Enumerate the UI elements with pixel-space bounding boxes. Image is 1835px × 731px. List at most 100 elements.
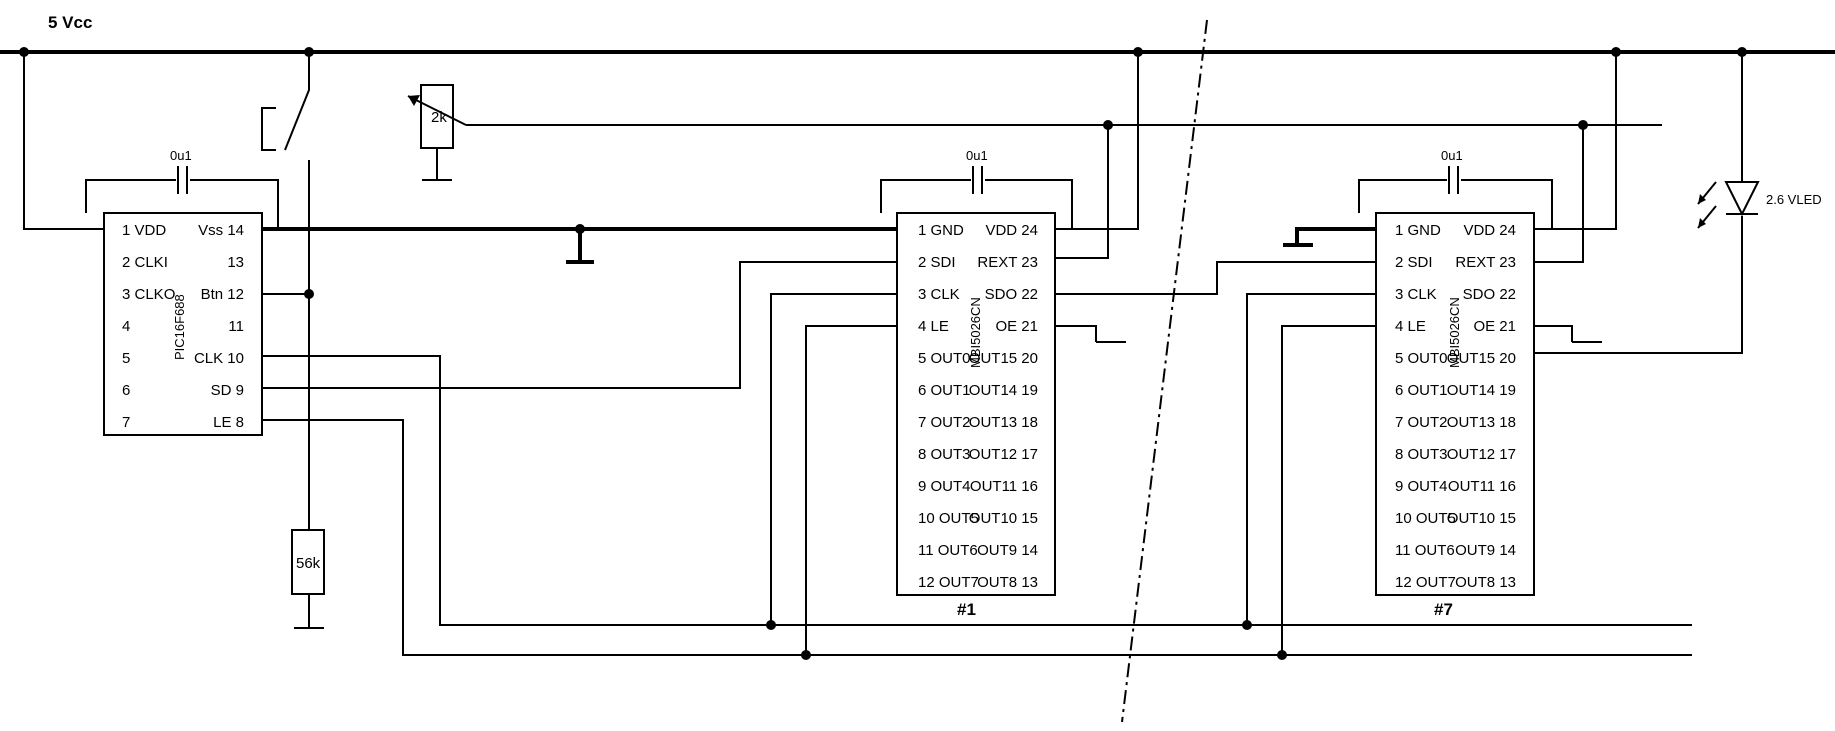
d1-le-wire bbox=[805, 325, 897, 655]
driver-7-pin-label: OUT14 19 bbox=[1447, 382, 1516, 399]
d7-vdd-wire bbox=[1534, 52, 1617, 230]
pic-pin-label: 13 bbox=[227, 254, 244, 271]
wiper-arrow bbox=[408, 95, 420, 106]
pic-vdd-wire bbox=[23, 52, 104, 230]
pic-pin-label: 5 bbox=[122, 350, 130, 367]
driver-1-pin-label: SDO 22 bbox=[985, 286, 1038, 303]
driver-1-caption: #1 bbox=[957, 600, 976, 619]
pic-cap-label: 0u1 bbox=[170, 148, 192, 163]
driver-1-pin-label: 4 LE bbox=[918, 318, 949, 335]
d1-cap-label: 0u1 bbox=[966, 148, 988, 163]
pulldown-resistor bbox=[291, 529, 325, 595]
pic-pin-label: 3 CLKO bbox=[122, 286, 175, 303]
pic-pin-label: LE 8 bbox=[213, 414, 244, 431]
pic-pin-label: 11 bbox=[228, 318, 244, 335]
driver-1-pin-label: OUT13 18 bbox=[969, 414, 1038, 431]
led-symbol bbox=[1724, 181, 1760, 217]
resistor-label: 56k bbox=[296, 555, 321, 572]
driver-7-pin-label: 11 OUT6 bbox=[1395, 542, 1455, 559]
driver-1-pin-label: 6 OUT1 bbox=[918, 382, 971, 399]
driver-7-pin-label: OE 21 bbox=[1473, 318, 1516, 335]
driver-7-pin-label: OUT8 13 bbox=[1455, 574, 1516, 591]
pic-pin-label: Btn 12 bbox=[201, 286, 244, 303]
switch-contact bbox=[284, 52, 310, 151]
driver-7-pin-label: OUT13 18 bbox=[1447, 414, 1516, 431]
le-bus bbox=[262, 419, 1692, 656]
pic-pin-label: 1 VDD bbox=[122, 222, 166, 239]
driver-7-pin-label: 2 SDI bbox=[1395, 254, 1433, 271]
driver-1-pin-label: REXT 23 bbox=[977, 254, 1038, 271]
driver-7-pin-label: SDO 22 bbox=[1463, 286, 1516, 303]
driver-7-pin-label: 4 LE bbox=[1395, 318, 1426, 335]
continuation-break-line bbox=[1121, 19, 1208, 723]
pic-pin-label: 6 bbox=[122, 382, 130, 399]
pic-pin-label: 7 bbox=[122, 414, 130, 431]
driver-7-pin-label: VDD 24 bbox=[1463, 222, 1516, 239]
d1-sdo-wire bbox=[1055, 261, 1376, 295]
d7-oe-wire bbox=[1534, 325, 1573, 342]
driver-1-pin-label: OUT14 19 bbox=[969, 382, 1038, 399]
driver-1-pin-label: OE 21 bbox=[995, 318, 1038, 335]
driver-7-name: MBI5026CN bbox=[1447, 297, 1462, 368]
d7-cap-wire bbox=[1358, 179, 1553, 229]
pic-body bbox=[103, 212, 263, 436]
driver-7-pin-label: 8 OUT3 bbox=[1395, 446, 1448, 463]
driver-1-pin-label: 9 OUT4 bbox=[918, 478, 971, 495]
driver-1-pin-label: 2 SDI bbox=[918, 254, 956, 271]
driver-1-pin-label: 12 OUT7 bbox=[918, 574, 979, 591]
driver-7-pin-label: REXT 23 bbox=[1455, 254, 1516, 271]
driver-7-pin-label: 6 OUT1 bbox=[1395, 382, 1448, 399]
pot-wiper bbox=[407, 95, 467, 126]
driver-7-pin-label: 3 CLK bbox=[1395, 286, 1437, 303]
driver-1-pin-label: 3 CLK bbox=[918, 286, 960, 303]
driver-7-pin-label: OUT11 16 bbox=[1448, 478, 1516, 495]
driver-7-caption: #7 bbox=[1434, 600, 1453, 619]
driver-7-right-pins: VDD 24 REXT 23 SDO 22 OE 21 OUT15 20 OUT14 19… bbox=[1447, 222, 1516, 591]
driver-7-pin-label: OUT9 14 bbox=[1455, 542, 1516, 559]
driver-1-pin-label: OUT15 20 bbox=[969, 350, 1038, 367]
driver-7-pin-label: 1 GND bbox=[1395, 222, 1441, 239]
driver-1-pin-label: OUT11 16 bbox=[970, 478, 1038, 495]
led-label: 2.6 VLED bbox=[1766, 192, 1822, 207]
d7-cap-label: 0u1 bbox=[1441, 148, 1463, 163]
driver-7-body bbox=[1375, 212, 1535, 596]
d7-rext-wire bbox=[1534, 125, 1584, 263]
driver-1-pin-label: OUT8 13 bbox=[977, 574, 1038, 591]
driver-7-pin-label: 9 OUT4 bbox=[1395, 478, 1448, 495]
switch-actuator bbox=[261, 107, 276, 151]
sd-wire bbox=[262, 261, 897, 389]
driver-7-pin-label: 7 OUT2 bbox=[1395, 414, 1448, 431]
driver-1-pin-label: 8 OUT3 bbox=[918, 446, 971, 463]
driver-1-pin-label: OUT10 15 bbox=[969, 510, 1038, 527]
supply-label: 5 Vcc bbox=[48, 13, 92, 32]
d7-clk-wire bbox=[1246, 293, 1376, 625]
pic-name: PIC16F688 bbox=[172, 294, 187, 360]
d1-vdd-wire bbox=[1055, 52, 1139, 230]
driver-1-name: MBI5026CN bbox=[968, 297, 983, 368]
driver-7-pin-label: 5 OUT0 bbox=[1395, 350, 1448, 367]
led-ray-arrows bbox=[1698, 194, 1706, 228]
led-wire bbox=[1534, 216, 1743, 354]
driver-1-pin-label: OUT12 17 bbox=[969, 446, 1038, 463]
driver-1-pin-label: VDD 24 bbox=[985, 222, 1038, 239]
driver-1-body bbox=[896, 212, 1056, 596]
driver-1-right-pins: VDD 24 REXT 23 SDO 22 OE 21 OUT15 20 OUT14 19… bbox=[969, 222, 1038, 591]
driver-7-left-pins: 1 GND 2 SDI 3 CLK 4 LE 5 OUT0 6 OUT1 7 OUT2 8 O… bbox=[1395, 222, 1456, 591]
driver-7: MBI5026CN #7 1 GND 2 SDI 3 CLK 4 LE 5 OUT0 6 … bbox=[1375, 212, 1535, 619]
d7-gnd-wire bbox=[1295, 227, 1376, 245]
driver-1-pin-label: 7 OUT2 bbox=[918, 414, 971, 431]
pic-pin-label: SD 9 bbox=[211, 382, 244, 399]
driver-1-pin-label: 11 OUT6 bbox=[918, 542, 978, 559]
driver-7-pin-label: 10 OUT5 bbox=[1395, 510, 1456, 527]
pic-pin-label: CLK 10 bbox=[194, 350, 244, 367]
d1-oe-wire bbox=[1055, 325, 1097, 342]
clk-bus bbox=[262, 355, 1692, 626]
driver-7-pin-label: OUT15 20 bbox=[1447, 350, 1516, 367]
pic-cap-wire bbox=[85, 179, 279, 229]
pic-pin-label: Vss 14 bbox=[198, 222, 244, 239]
driver-1-pin-label: 1 GND bbox=[918, 222, 964, 239]
